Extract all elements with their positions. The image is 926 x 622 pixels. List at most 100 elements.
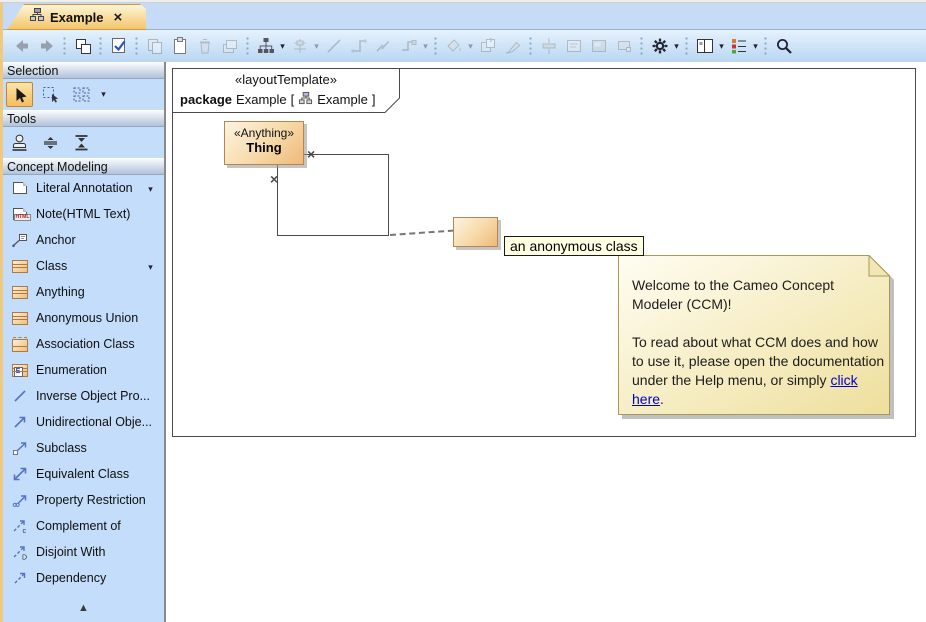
related-elements-icon[interactable] bbox=[70, 33, 95, 59]
association-class-icon bbox=[10, 336, 29, 352]
marquee-select-tool[interactable] bbox=[37, 82, 64, 107]
settings-gear-icon[interactable] bbox=[647, 33, 672, 59]
fill-color-icon[interactable] bbox=[441, 33, 466, 59]
line-style-straight-icon[interactable] bbox=[321, 33, 346, 59]
frame-keyword: package bbox=[180, 91, 233, 107]
selection-dropdown-caret[interactable]: ▾ bbox=[101, 89, 106, 99]
literal-annotation-icon bbox=[10, 180, 29, 196]
frame-diagram-icon bbox=[298, 91, 313, 108]
section-header-concept-modeling[interactable]: Concept Modeling bbox=[3, 158, 164, 175]
palette-item-disjoint-with[interactable]: D Disjoint With bbox=[3, 539, 164, 565]
copy-style-icon[interactable] bbox=[475, 33, 500, 59]
palette-scroll-up-icon[interactable]: ▲ bbox=[78, 602, 89, 614]
palette-item-anonymous-union[interactable]: Anonymous Union bbox=[3, 305, 164, 331]
tools-row bbox=[3, 127, 164, 158]
palette-item-enumeration[interactable]: E Enumeration bbox=[3, 357, 164, 383]
thing-stereotype: «Anything» bbox=[233, 126, 295, 140]
vertical-split-tool[interactable] bbox=[37, 130, 64, 155]
welcome-note-shape[interactable] bbox=[618, 254, 891, 415]
paste-icon[interactable] bbox=[167, 33, 192, 59]
palette-item-association-class[interactable]: Association Class bbox=[3, 331, 164, 357]
palette-item-anchor[interactable]: Anchor bbox=[3, 227, 164, 253]
palette-item-unidirectional-object-property[interactable]: Unidirectional Obje... bbox=[3, 409, 164, 435]
anchor-icon bbox=[10, 232, 29, 248]
legend-list-icon[interactable] bbox=[726, 33, 751, 59]
svg-text:D: D bbox=[22, 555, 27, 561]
path-shape-icon[interactable] bbox=[396, 33, 421, 59]
window-left-edge bbox=[0, 3, 3, 622]
frame-open-bracket: [ bbox=[290, 91, 295, 107]
image-shape-icon[interactable] bbox=[586, 33, 611, 59]
section-header-selection[interactable]: Selection bbox=[3, 62, 164, 79]
toolbar-separator bbox=[244, 36, 251, 56]
palette-item-note-html[interactable]: HTML Note(HTML Text) bbox=[3, 201, 164, 227]
tab-example[interactable]: Example × bbox=[7, 4, 146, 30]
sticky-stamp-tool[interactable] bbox=[6, 130, 33, 155]
toolbar-separator bbox=[97, 36, 104, 56]
anything-icon bbox=[10, 284, 29, 300]
legend-dropdown-caret[interactable]: ▾ bbox=[753, 40, 758, 51]
association-line-top[interactable] bbox=[304, 154, 388, 155]
anonymous-class-label[interactable]: an anonymous class bbox=[504, 236, 644, 256]
frame-close-bracket: ] bbox=[371, 91, 376, 107]
palette-item-complement-of[interactable]: c Complement of bbox=[3, 513, 164, 539]
anonymous-class-shape[interactable] bbox=[453, 217, 498, 247]
palette-item-literal-annotation[interactable]: Literal Annotation ▾ bbox=[3, 175, 164, 201]
disjoint-with-icon: D bbox=[10, 544, 29, 560]
palette-item-property-restriction[interactable]: Property Restriction bbox=[3, 487, 164, 513]
palette-item-dependency[interactable]: Dependency bbox=[3, 565, 164, 591]
tab-close-icon[interactable]: × bbox=[113, 8, 123, 26]
class-dropdown-caret[interactable]: ▾ bbox=[148, 262, 153, 272]
association-line-right[interactable] bbox=[388, 154, 389, 235]
palette-item-class[interactable]: Class ▾ bbox=[3, 253, 164, 279]
align-dropdown-caret[interactable]: ▾ bbox=[314, 40, 319, 51]
thing-name: Thing bbox=[246, 140, 282, 155]
main-toolbar: ▾ ▾ ▾ ▾ ▾ ▾ ▾ bbox=[3, 30, 926, 62]
zoom-search-icon[interactable] bbox=[771, 33, 796, 59]
line-style-rectilinear-icon[interactable] bbox=[346, 33, 371, 59]
palette-item-equivalent-class[interactable]: Equivalent Class bbox=[3, 461, 164, 487]
window-layout-icon[interactable] bbox=[692, 33, 717, 59]
window-dropdown-caret[interactable]: ▾ bbox=[719, 40, 724, 51]
layout-tree-icon[interactable] bbox=[253, 33, 278, 59]
palette-item-inverse-object-property[interactable]: Inverse Object Pro... bbox=[3, 383, 164, 409]
shape-icon[interactable] bbox=[611, 33, 636, 59]
forward-icon[interactable] bbox=[34, 33, 59, 59]
enumeration-icon: E bbox=[10, 362, 29, 378]
validate-diagram-icon[interactable] bbox=[106, 33, 131, 59]
association-line-bottom[interactable] bbox=[277, 235, 389, 236]
window-top-edge bbox=[0, 0, 926, 3]
copy-icon[interactable] bbox=[142, 33, 167, 59]
palette-item-anything[interactable]: Anything bbox=[3, 279, 164, 305]
vertical-compress-tool[interactable] bbox=[68, 130, 95, 155]
multi-select-tool[interactable] bbox=[68, 82, 95, 107]
cursor-select-tool[interactable] bbox=[6, 82, 33, 107]
dependency-icon bbox=[10, 570, 29, 586]
align-icon[interactable] bbox=[287, 33, 312, 59]
section-header-tools[interactable]: Tools bbox=[3, 110, 164, 127]
center-shapes-icon[interactable] bbox=[536, 33, 561, 59]
apply-style-icon[interactable] bbox=[500, 33, 525, 59]
palette-item-subclass[interactable]: Subclass bbox=[3, 435, 164, 461]
frame-name: Example bbox=[236, 91, 287, 107]
literal-annotation-dropdown-caret[interactable]: ▾ bbox=[148, 184, 153, 194]
back-icon[interactable] bbox=[9, 33, 34, 59]
thing-class-shape[interactable]: «Anything» Thing bbox=[224, 121, 304, 165]
path-dropdown-caret[interactable]: ▾ bbox=[423, 40, 428, 51]
anonymous-union-icon bbox=[10, 310, 29, 326]
text-box-icon[interactable] bbox=[561, 33, 586, 59]
line-style-oblique-icon[interactable] bbox=[371, 33, 396, 59]
toolbar-separator bbox=[527, 36, 534, 56]
selection-tool-row: ▾ bbox=[3, 79, 164, 110]
delete-icon[interactable] bbox=[192, 33, 217, 59]
settings-dropdown-caret[interactable]: ▾ bbox=[674, 40, 679, 51]
layout-dropdown-caret[interactable]: ▾ bbox=[280, 40, 285, 51]
welcome-note-text: Welcome to the Cameo Concept Modeler (CC… bbox=[632, 276, 886, 409]
tool-palette-sidebar: Selection ▾ Tools Concept Modeling Liter… bbox=[3, 62, 166, 622]
association-line-left[interactable] bbox=[277, 165, 278, 235]
diagram-tab-icon bbox=[29, 7, 45, 27]
layers-icon[interactable] bbox=[217, 33, 242, 59]
tab-bar: Example × bbox=[3, 3, 926, 30]
click-here-link[interactable]: click here bbox=[632, 372, 858, 407]
fill-dropdown-caret[interactable]: ▾ bbox=[468, 40, 473, 51]
